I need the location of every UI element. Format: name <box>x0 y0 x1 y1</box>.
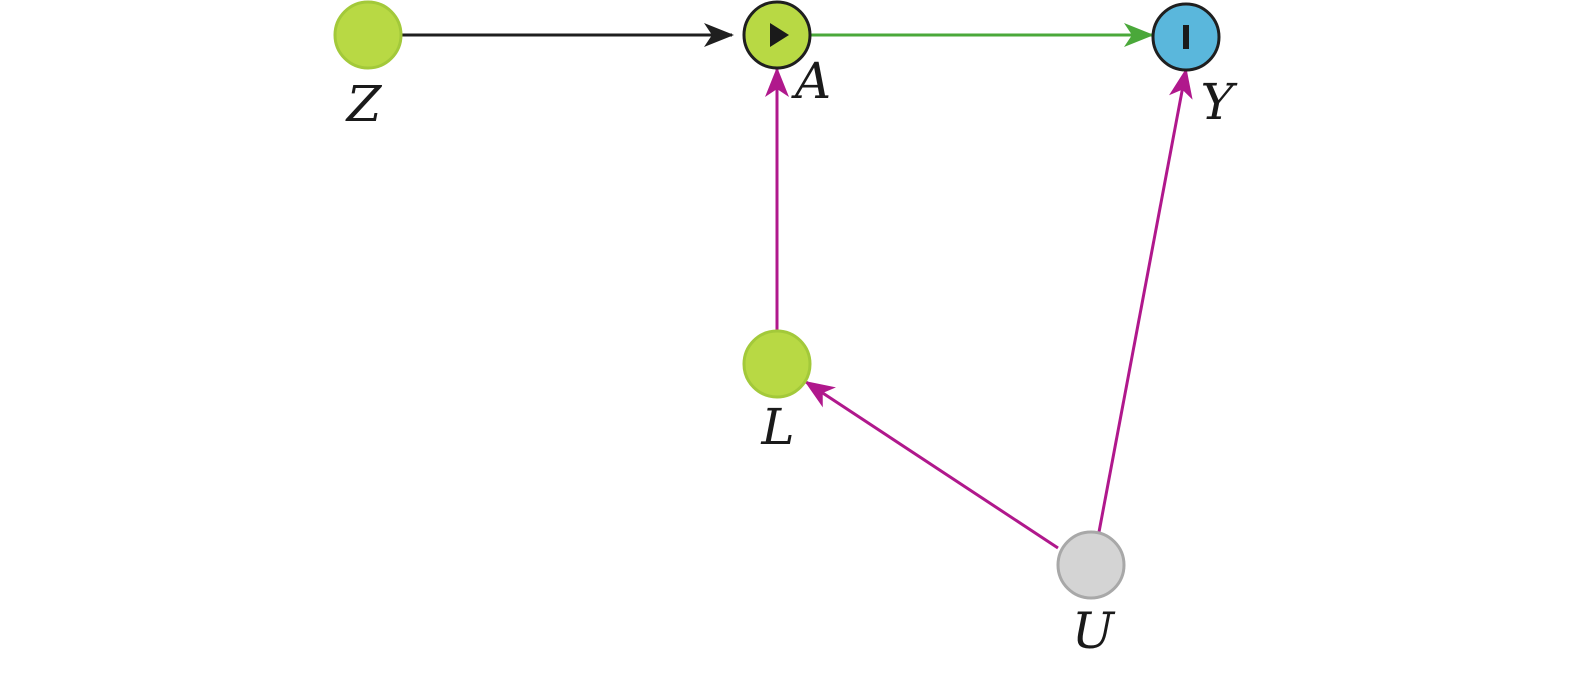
node-u-label: U <box>1072 602 1116 660</box>
node-u-circle <box>1056 530 1126 600</box>
node-l-label: L <box>760 398 794 456</box>
node-a: A <box>742 0 831 110</box>
edge-u-to-l <box>804 380 1059 550</box>
node-z: Z <box>333 0 403 133</box>
node-y: Y <box>1151 2 1237 131</box>
node-a-label: A <box>791 52 831 110</box>
node-y-label: Y <box>1200 73 1237 131</box>
edge-u-to-y <box>1097 68 1193 533</box>
outcome-bar-icon <box>1183 25 1189 49</box>
node-u: U <box>1056 530 1126 660</box>
play-icon <box>770 23 789 47</box>
node-z-circle <box>333 0 403 70</box>
node-z-label: Z <box>345 75 383 133</box>
node-l: L <box>742 329 812 456</box>
node-l-circle <box>742 329 812 399</box>
